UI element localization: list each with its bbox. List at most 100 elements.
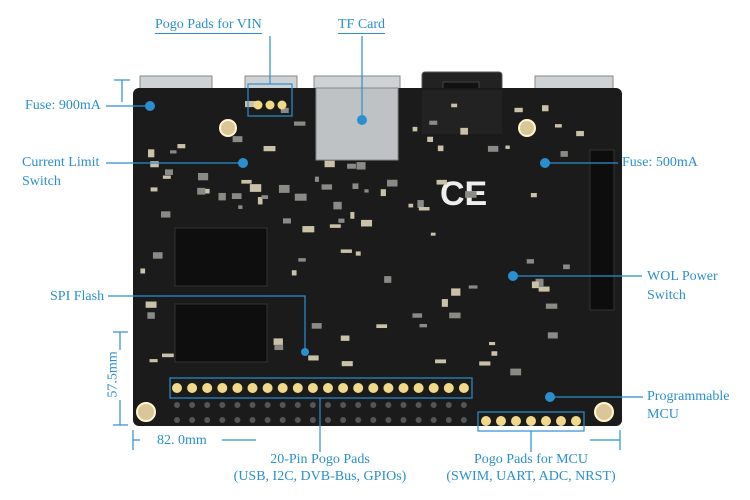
header-pin bbox=[415, 417, 422, 423]
smd-component bbox=[505, 145, 510, 149]
smd-component bbox=[338, 218, 345, 223]
smd-component bbox=[542, 105, 549, 112]
header-pin bbox=[279, 402, 286, 408]
label-pogo20-2: (USB, I2C, DVB-Bus, GPIOs) bbox=[233, 469, 407, 484]
pogo-pad bbox=[262, 383, 273, 393]
smd-component bbox=[380, 189, 386, 197]
smd-component bbox=[294, 193, 307, 201]
tf-card-slot bbox=[315, 87, 399, 161]
smd-component bbox=[384, 276, 392, 283]
mcu-pogo-pad bbox=[481, 416, 491, 426]
smd-component bbox=[554, 124, 562, 128]
header-pin bbox=[249, 402, 256, 408]
smd-component bbox=[197, 187, 206, 195]
pogo-pad bbox=[247, 383, 258, 393]
smd-component bbox=[449, 312, 461, 319]
label-pogo-vin: Pogo Pads for VIN bbox=[155, 17, 262, 34]
smd-component bbox=[451, 288, 461, 296]
header-pin bbox=[249, 417, 256, 423]
header-pin bbox=[219, 417, 226, 423]
smd-component bbox=[273, 338, 283, 345]
header-pin bbox=[294, 402, 301, 408]
pogo-pad bbox=[202, 383, 213, 393]
smd-component bbox=[263, 146, 276, 152]
smd-component bbox=[198, 172, 209, 181]
smd-component bbox=[218, 192, 226, 201]
pogo-pad bbox=[368, 383, 379, 393]
pogo-pad bbox=[172, 383, 182, 393]
header-pin bbox=[460, 417, 467, 423]
label-wol: WOL Power bbox=[647, 269, 718, 284]
smd-component bbox=[355, 251, 361, 256]
smd-component bbox=[427, 136, 434, 142]
label-pogo20: 20-Pin Pogo Pads bbox=[270, 452, 370, 467]
vin-pogo-pad bbox=[253, 100, 263, 110]
header-pin bbox=[279, 417, 286, 423]
header-pin bbox=[309, 417, 316, 423]
header-pin bbox=[445, 402, 452, 408]
smd-component bbox=[170, 150, 177, 154]
smd-component bbox=[160, 211, 171, 218]
smd-component bbox=[435, 359, 447, 364]
header-pin bbox=[325, 402, 331, 408]
label-fuse-500: Fuse: 500mA bbox=[622, 155, 698, 170]
smd-component bbox=[563, 264, 570, 270]
smd-component bbox=[376, 324, 388, 329]
smd-component bbox=[294, 121, 306, 126]
header-pin bbox=[415, 402, 422, 408]
header-pin bbox=[174, 417, 180, 423]
mcu-pogo-pad bbox=[556, 416, 566, 426]
smd-component bbox=[245, 101, 257, 108]
smd-component bbox=[298, 258, 306, 262]
header-pin bbox=[234, 402, 241, 408]
smd-component bbox=[408, 203, 414, 208]
pogo-pad bbox=[383, 383, 394, 393]
header-pin bbox=[325, 417, 331, 423]
pogo20-box bbox=[169, 377, 473, 399]
pogo-pad bbox=[398, 383, 409, 393]
pogo-pad bbox=[458, 383, 469, 393]
header-pin bbox=[219, 402, 226, 408]
smd-component bbox=[321, 184, 333, 190]
smd-component bbox=[329, 224, 341, 228]
smd-component bbox=[311, 323, 322, 329]
smd-component bbox=[460, 127, 468, 135]
smd-component bbox=[324, 160, 335, 168]
smd-component bbox=[430, 232, 436, 236]
label-current-limit-2: Switch bbox=[22, 174, 61, 189]
dimension-height: 57.5mm bbox=[105, 351, 121, 398]
smd-component bbox=[291, 270, 297, 276]
dimension-width: 82. 0mm bbox=[157, 433, 207, 448]
smd-component bbox=[510, 368, 522, 376]
smd-component bbox=[491, 351, 498, 356]
smd-component bbox=[387, 179, 398, 187]
header-pin bbox=[445, 417, 452, 423]
pogo-pad bbox=[277, 383, 288, 393]
smd-component bbox=[429, 120, 438, 125]
smd-component bbox=[150, 161, 159, 168]
mcu-pogo-pad bbox=[541, 416, 551, 426]
smd-component bbox=[241, 179, 252, 184]
smd-component bbox=[261, 195, 269, 200]
smd-component bbox=[231, 193, 242, 200]
smd-component bbox=[412, 126, 418, 132]
smd-component bbox=[465, 191, 477, 198]
smd-component bbox=[531, 281, 539, 289]
smd-component bbox=[451, 103, 458, 108]
header-pin bbox=[355, 402, 362, 408]
smd-component bbox=[418, 207, 430, 211]
label-wol-2: Switch bbox=[647, 288, 686, 303]
header-pin bbox=[189, 417, 196, 423]
pogo-pad bbox=[217, 383, 228, 393]
smd-component bbox=[364, 189, 369, 193]
header-pin bbox=[294, 417, 301, 423]
smd-component bbox=[278, 184, 290, 193]
pogo-pad bbox=[443, 383, 454, 393]
smd-component bbox=[545, 303, 558, 309]
ce-mark: CE bbox=[440, 175, 487, 213]
header-pin bbox=[174, 402, 180, 408]
pogo-pad bbox=[323, 383, 333, 393]
label-fuse-900: Fuse: 900mA bbox=[25, 98, 101, 113]
pogo-pad bbox=[187, 383, 198, 393]
